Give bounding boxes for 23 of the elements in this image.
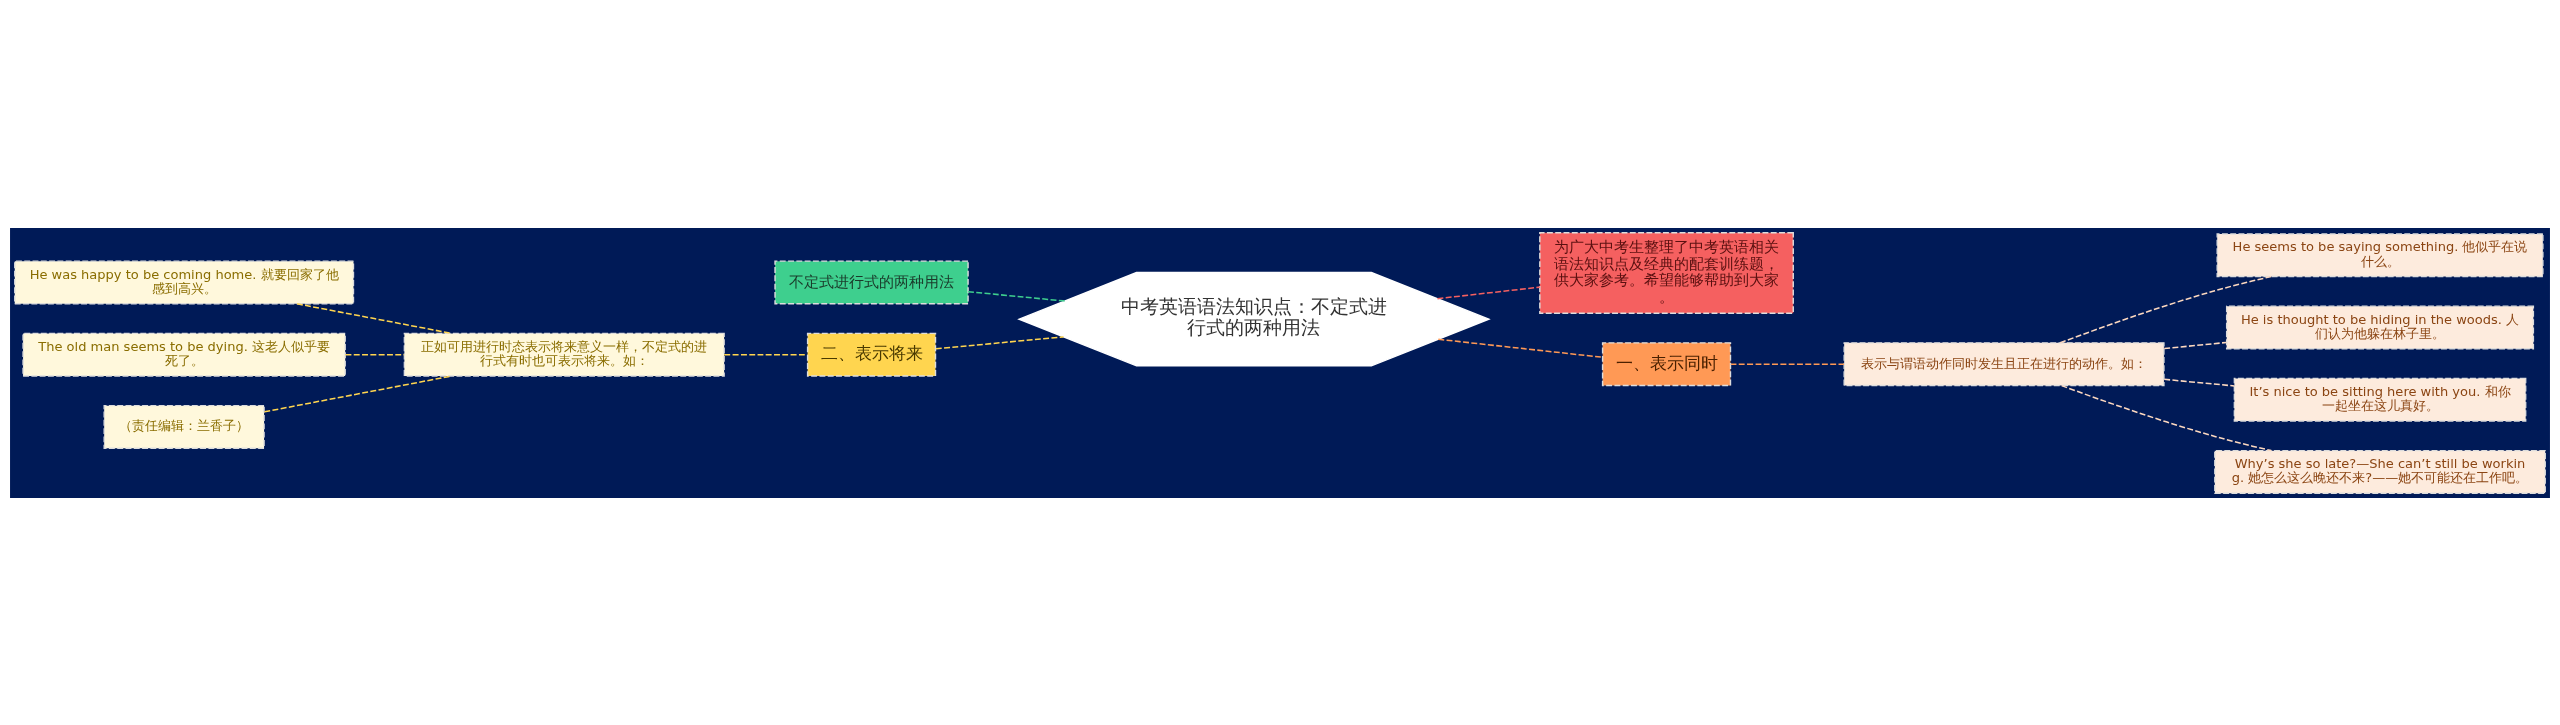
connector — [2163, 341, 2228, 349]
node-box: 不定式进行式的两种用法 — [774, 259, 969, 304]
node-box: 二、表示将来 — [806, 332, 937, 377]
connector — [935, 335, 1065, 350]
connector — [1437, 338, 1603, 358]
node-box: 表示与谓语动作同时发生且正在进行的动作。如： — [1843, 341, 2165, 386]
connector — [967, 290, 1066, 302]
node-box: 正如可用进行时态表示将来意义一样，不定式的进行式有时也可表示将来。如： — [403, 332, 725, 377]
node-box: He is thought to be hiding in the woods. 人们认为他躲在林子里。 — [2225, 304, 2535, 349]
connector — [296, 302, 453, 334]
connector — [1730, 362, 1845, 365]
node-box: He was happy to be coming home. 就要回家了他感到高兴。 — [14, 259, 355, 304]
node-box: 为广大中考生整理了中考英语相关语法知识点及经典的配套训练题，供大家参考。希望能够帮助到大家。 — [1539, 231, 1794, 314]
node-box: It’s nice to be sitting here with you. 和你一起坐在这儿真好。 — [2233, 377, 2527, 422]
node-box: Why’s she so late?—She can’t still be working. 她怎么这么晚还不来?——她不可能还在工作吧。 — [2214, 449, 2546, 494]
connector — [2059, 275, 2272, 344]
connector — [2163, 378, 2235, 387]
node-box: 一、表示同时 — [1601, 341, 1732, 386]
node-box: He seems to be saying something. 他似乎在说什么。 — [2216, 232, 2544, 277]
node-box: The old man seems to be dying. 这老人似乎要死了。 — [22, 332, 346, 377]
node-box: （责任编辑：兰香子） — [103, 404, 265, 449]
connector — [2060, 384, 2272, 451]
connector — [1436, 285, 1541, 299]
